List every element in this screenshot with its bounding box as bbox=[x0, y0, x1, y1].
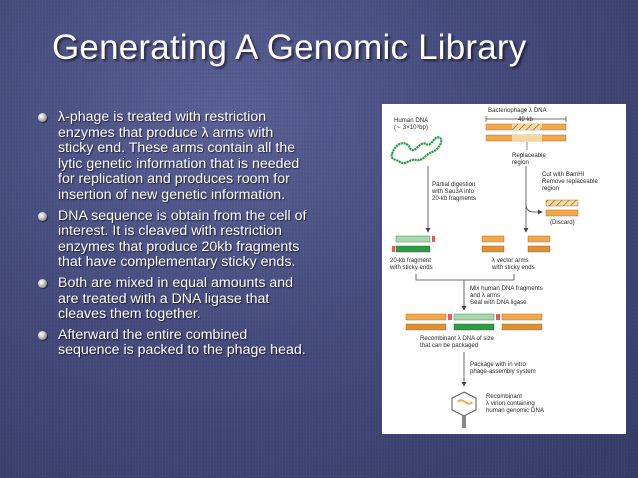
recombinant-arm-left bbox=[405, 313, 447, 321]
sticky-end bbox=[448, 314, 452, 320]
bullet-text: DNA sequence is obtain from the cell of … bbox=[58, 207, 307, 271]
bullet-icon bbox=[38, 113, 47, 122]
human-dna-coil bbox=[390, 136, 443, 165]
label-replaceable-2: region bbox=[512, 159, 529, 166]
phage-replaceable-hatched bbox=[512, 124, 542, 130]
label-recomb-1: Recombinant λ DNA of size bbox=[420, 335, 495, 342]
label-human-dna-2: (∼ 3×10⁹bp) bbox=[394, 124, 428, 131]
bullet-item: Afterward the entire combined sequence i… bbox=[38, 326, 308, 359]
label-cut-2: Remove replaceable bbox=[542, 178, 599, 185]
recombinant-insert bbox=[453, 313, 495, 321]
sticky-end bbox=[432, 236, 435, 242]
diagram-svg: Bacteriophage λ DNA 49 kb Replaceable re… bbox=[389, 107, 599, 428]
virion-head-icon bbox=[451, 391, 477, 417]
label-frag-2: with sticky ends bbox=[389, 264, 433, 271]
sticky-end bbox=[496, 314, 500, 320]
bullet-icon bbox=[38, 330, 47, 340]
label-virion-2: λ virion containing bbox=[486, 400, 535, 407]
label-virion-1: Recombinant bbox=[486, 393, 522, 400]
human-fragment-top bbox=[395, 235, 431, 243]
bullet-item: λ-phage is treated with restriction enzy… bbox=[38, 109, 308, 204]
label-mix-3: Seal with DNA ligase bbox=[470, 299, 527, 306]
recombinant-arm-right bbox=[501, 313, 543, 321]
recombinant-arm-right-2 bbox=[501, 323, 543, 331]
label-package-2: phage-assembly system bbox=[470, 368, 536, 375]
label-partial-3: 20-kb fragments bbox=[432, 195, 476, 202]
discard-piece-2 bbox=[545, 209, 579, 217]
phage-replaceable-region bbox=[512, 135, 542, 141]
bullet-icon bbox=[38, 278, 47, 288]
label-partial-1: Partial digestion bbox=[432, 181, 475, 188]
phage-branch bbox=[525, 166, 535, 213]
label-replaceable-1: Replaceable bbox=[512, 152, 546, 159]
label-bacteriophage: Bacteriophage λ DNA bbox=[488, 107, 548, 114]
bullet-icon bbox=[38, 211, 47, 221]
genomic-library-diagram: Bacteriophage λ DNA 49 kb Replaceable re… bbox=[382, 104, 626, 434]
vector-arm-right-top bbox=[527, 235, 551, 243]
label-mix-2: and λ arms bbox=[470, 292, 500, 299]
merge-bracket bbox=[415, 274, 515, 281]
bullet-text: Afterward the entire combined sequence i… bbox=[58, 326, 306, 359]
recombinant-arm-left-2 bbox=[405, 323, 447, 331]
bullet-list: λ-phage is treated with restriction enzy… bbox=[38, 109, 308, 364]
label-mix-1: Mix human DNA fragments bbox=[470, 285, 543, 292]
label-human-dna-1: Human DNA bbox=[394, 117, 429, 124]
label-recomb-2: that can be packaged bbox=[420, 342, 478, 349]
label-arms-2: with sticky ends bbox=[491, 264, 535, 271]
sticky-end bbox=[392, 246, 395, 252]
discard-piece-1 bbox=[545, 199, 579, 207]
human-fragment-bottom bbox=[395, 245, 431, 253]
label-virion-3: human genomic DNA bbox=[486, 407, 545, 414]
label-partial-2: with Sau3A into bbox=[431, 188, 475, 195]
bullet-text: λ-phage is treated with restriction enzy… bbox=[58, 109, 300, 203]
vector-arm-left-top bbox=[481, 235, 505, 243]
bullet-item: DNA sequence is obtain from the cell of … bbox=[38, 207, 308, 271]
vector-arm-left-bottom bbox=[481, 245, 505, 253]
label-cut-3: region bbox=[542, 185, 559, 192]
label-arms-1: λ vector arms bbox=[492, 257, 529, 264]
label-package-1: Package with in vitro bbox=[470, 361, 526, 368]
label-discard: (Discard) bbox=[550, 219, 575, 226]
label-frag-1: 20-kb fragment bbox=[390, 257, 431, 264]
recombinant-insert-2 bbox=[453, 323, 495, 331]
slide-title: Generating A Genomic Library bbox=[52, 28, 527, 67]
virion-tail bbox=[462, 416, 466, 428]
bullet-item: Both are mixed in equal amounts and are … bbox=[38, 274, 308, 323]
bullet-text: Both are mixed in equal amounts and are … bbox=[58, 274, 294, 323]
vector-arm-right-bottom bbox=[527, 245, 551, 253]
label-cut-1: Cut with BamHI bbox=[542, 171, 585, 178]
virion-dna bbox=[457, 399, 473, 405]
label-49kb: 49 kb bbox=[518, 116, 534, 123]
